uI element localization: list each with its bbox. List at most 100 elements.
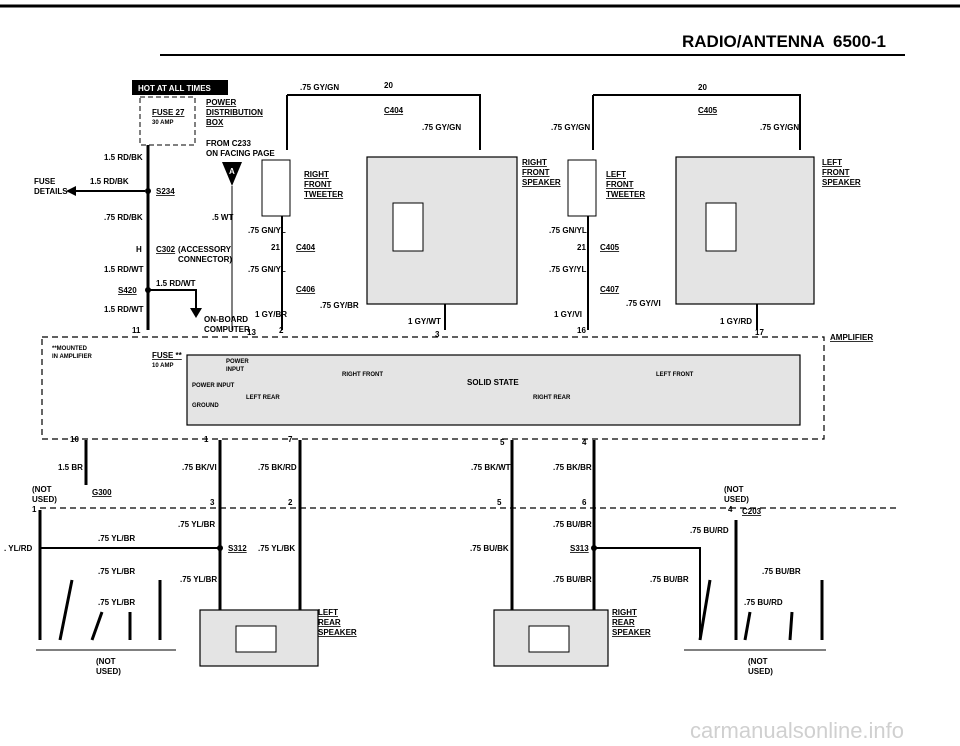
power-input-row: POWER INPUT	[192, 383, 235, 389]
pin-16: 16	[577, 326, 586, 335]
wire-ylbr-5: .75 YL/BR	[98, 598, 135, 607]
acc-line1: (ACCESSORY	[178, 245, 232, 254]
conn-c406: C406	[296, 285, 316, 294]
not-used-r2: USED)	[724, 495, 749, 504]
wire-rdwt-a: 1.5 RD/WT	[104, 265, 144, 274]
splice-dot	[145, 188, 151, 194]
pin-4b: 4	[728, 505, 733, 514]
fuse27-amp: 30 AMP	[152, 120, 173, 126]
wire-rdwt-b: 1.5 RD/WT	[156, 279, 196, 288]
on-facing: ON FACING PAGE	[206, 149, 275, 158]
rr-speaker-1: RIGHT	[612, 608, 637, 617]
wire-gygn-mid: .75 GY/GN	[422, 123, 461, 132]
conn-g300: G300	[92, 488, 112, 497]
pin-17: 17	[755, 328, 764, 337]
solid-state-box	[186, 354, 801, 426]
wire-gybr: .75 GY/BR	[320, 301, 359, 310]
pin-5: 5	[500, 438, 505, 447]
mounted-2: IN AMPLIFIER	[52, 354, 92, 360]
right-front-speaker-box	[366, 156, 518, 305]
wire-gnyl-r-lbl: .75 GN/YL	[248, 226, 286, 235]
tw-right-1: RIGHT	[304, 170, 329, 179]
wire-bkwt: .75 BK/WT	[471, 463, 511, 472]
splice-s312: S312	[228, 544, 247, 553]
conn-c405-mid: C405	[600, 243, 620, 252]
splice-s313-dot	[591, 545, 597, 551]
pin-1b: 1	[32, 505, 37, 514]
not-used-r1: (NOT	[724, 485, 744, 494]
pin-3b: 3	[210, 498, 215, 507]
fuse-details-2: DETAILS	[34, 187, 68, 196]
wire-gygn-l	[593, 94, 801, 150]
unused-left-terminals	[38, 510, 162, 641]
wire-ylbr-1: .75 YL/BR	[178, 520, 215, 529]
wire-rear-outputs	[218, 440, 596, 610]
power-input-1: POWER	[226, 359, 249, 365]
lr-speaker-2: REAR	[318, 618, 341, 627]
wire-br-lbl: 1.5 BR	[58, 463, 83, 472]
wire-rdwt-c: 1.5 RD/WT	[104, 305, 144, 314]
connector-a-marker	[222, 162, 242, 186]
splice-s313: S313	[570, 544, 589, 553]
wire-gygn-l1: .75 GY/GN	[551, 123, 590, 132]
pin-13: 13	[247, 328, 256, 337]
pdb-line1: POWER	[206, 98, 236, 107]
obc-line1: ON-BOARD	[204, 315, 248, 324]
watermark: carmanualsonline.info	[690, 718, 904, 743]
pin-h: H	[136, 245, 142, 254]
pin-7: 7	[288, 435, 293, 444]
wire-rdwt-obc	[148, 289, 197, 308]
wire-gyyl: .75 GY/YL	[549, 265, 586, 274]
acc-line2: CONNECTOR)	[178, 255, 232, 264]
wire-gybr1: 1 GY/BR	[255, 310, 287, 319]
rf-speaker-2: FRONT	[522, 168, 550, 177]
pdb-line2: DISTRIBUTION	[206, 108, 263, 117]
marker-letter: A	[229, 167, 235, 176]
tw-right-3: TWEETER	[304, 190, 343, 199]
conn-c203: C203	[742, 507, 762, 516]
pin-2: 2	[279, 326, 284, 335]
wire-bkrd: .75 BK/RD	[258, 463, 297, 472]
splice-s312-dot	[217, 545, 223, 551]
rf-speaker-icon	[392, 202, 424, 252]
splice-s420: S420	[118, 286, 137, 295]
amp-label: AMPLIFIER	[830, 333, 873, 342]
rf-speaker-3: SPEAKER	[522, 178, 561, 187]
solid-state: SOLID STATE	[467, 378, 519, 387]
obc-line2: COMPUTER	[204, 325, 250, 334]
page-title: RADIO/ANTENNA	[682, 32, 825, 51]
wire-ylrd: . YL/RD	[4, 544, 33, 553]
not-used-l2: USED)	[32, 495, 57, 504]
pin-3: 3	[435, 330, 440, 339]
tw-right-2: FRONT	[304, 180, 332, 189]
tw-left-2: FRONT	[606, 180, 634, 189]
wire-gnyl-r-2: .75 GN/YL	[248, 265, 286, 274]
splice-s234: S234	[156, 187, 175, 196]
pin-4: 4	[582, 438, 587, 447]
left-front-speaker-box	[675, 156, 815, 305]
wire-bu-horiz	[596, 547, 701, 640]
right-front-in: RIGHT FRONT	[342, 372, 383, 378]
wire-rdbk: 1.5 RD/BK	[104, 153, 143, 162]
wire-rdbk-2: 1.5 RD/BK	[90, 177, 129, 186]
unused-right-terminals	[698, 520, 824, 641]
conn-c302: C302	[156, 245, 176, 254]
tweeter-left-icon	[567, 159, 597, 217]
rr-speaker-2: REAR	[612, 618, 635, 627]
not-used-l1: (NOT	[32, 485, 52, 494]
right-rear-out: RIGHT REAR	[533, 395, 571, 401]
tw-left-1: LEFT	[606, 170, 626, 179]
conn-c405-top: C405	[698, 106, 718, 115]
wire-gyvi1: 1 GY/VI	[554, 310, 582, 319]
pin-20b: 20	[698, 83, 707, 92]
pin-21b: 21	[577, 243, 586, 252]
hot-badge-bg	[132, 80, 228, 95]
conn-c404-mid: C404	[296, 243, 316, 252]
wire-bkbr: .75 BK/BR	[553, 463, 592, 472]
rr-speaker-icon	[528, 625, 570, 653]
wire-gygn-l2: .75 GY/GN	[760, 123, 799, 132]
left-rear-out: LEFT REAR	[246, 395, 280, 401]
lf-speaker-2: FRONT	[822, 168, 850, 177]
pdb-line3: BOX	[206, 118, 224, 127]
